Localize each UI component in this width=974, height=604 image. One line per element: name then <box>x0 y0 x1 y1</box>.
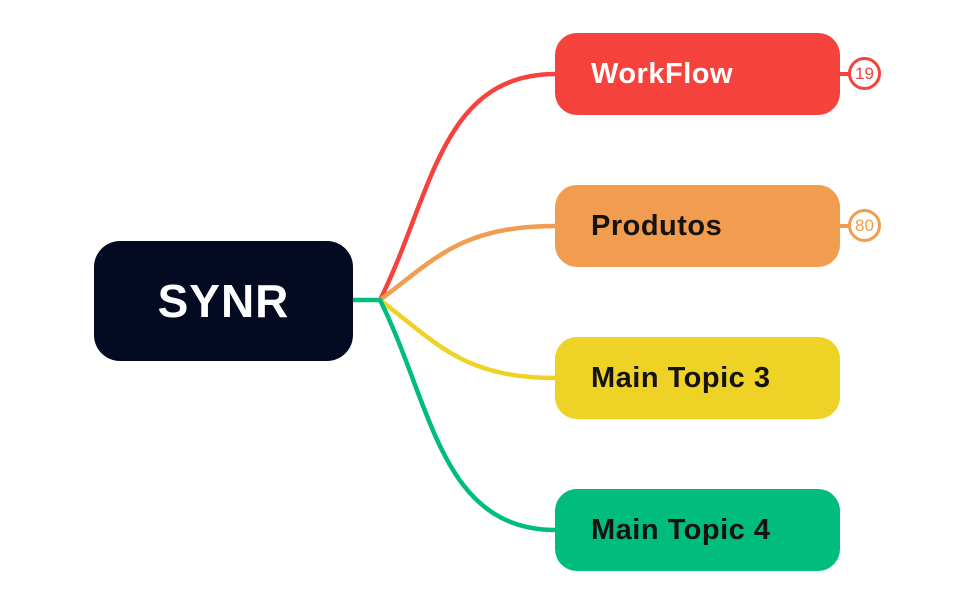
node-workflow-label: WorkFlow <box>591 57 734 90</box>
node-main-topic-4[interactable]: Main Topic 4 <box>555 489 840 571</box>
node-main-topic-4-label: Main Topic 4 <box>591 513 771 546</box>
node-main-topic-3[interactable]: Main Topic 3 <box>555 337 840 419</box>
connector-main-topic-3 <box>377 297 559 381</box>
badge-produtos-count-label: 80 <box>855 215 874 235</box>
node-produtos[interactable]: Produtos <box>555 185 840 267</box>
node-workflow[interactable]: WorkFlow <box>555 33 840 115</box>
connector-produtos <box>377 223 559 303</box>
node-main-topic-3-label: Main Topic 3 <box>591 361 771 394</box>
root-node-label: SYNR <box>157 275 290 327</box>
node-produtos-label: Produtos <box>591 209 723 242</box>
root-node-synr[interactable]: SYNR <box>94 241 353 361</box>
connector-main-topic-4 <box>377 297 559 533</box>
badge-workflow-count[interactable]: 19 <box>848 57 881 90</box>
badge-produtos-count[interactable]: 80 <box>848 209 881 242</box>
connector-workflow <box>377 71 559 303</box>
badge-workflow-count-label: 19 <box>855 63 874 83</box>
